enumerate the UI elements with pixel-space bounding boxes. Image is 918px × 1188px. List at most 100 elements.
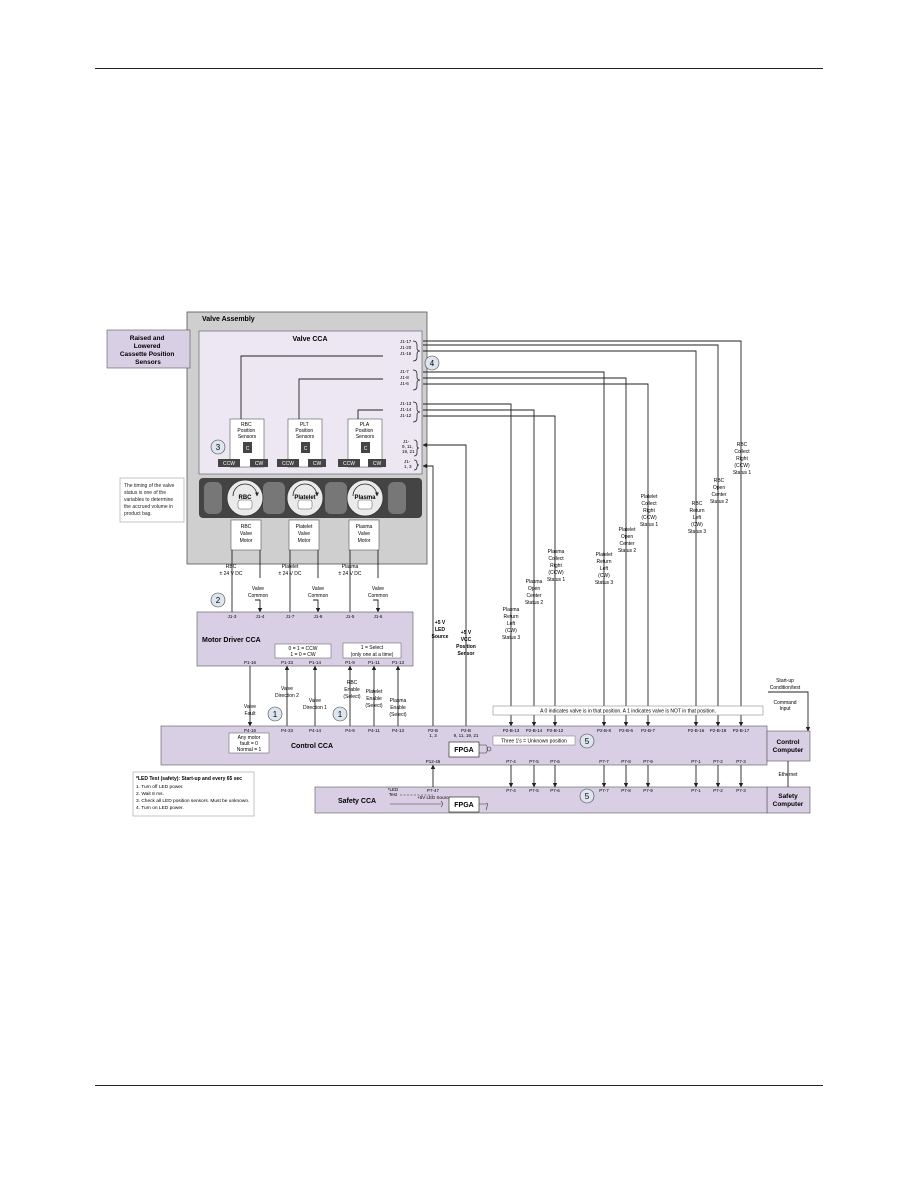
svg-text:J1-16: J1-16 [400,351,412,356]
svg-text:P7-9: P7-9 [643,788,653,793]
svg-text:P1-13: P1-13 [392,660,405,665]
rbc-position-sensor: RBC Position Sensors C CCW CW [218,418,268,468]
motor-driver-out-pins: P1-16 P1-33 P1-14 P1-9 P1-11 P1-13 [244,660,405,665]
svg-text:P2-B-7: P2-B-7 [641,728,656,733]
motor-power-labels: RBC± 24 V DC Platelet± 24 V DC Plasma± 2… [219,564,388,599]
svg-text:CW: CW [255,461,264,467]
svg-text:P2-B-13: P2-B-13 [503,728,520,733]
svg-text:P7-5: P7-5 [529,759,539,764]
valve-cca-title: Valve CCA [292,336,327,343]
svg-text:P1-16: P1-16 [244,660,257,665]
svg-text:P7-47: P7-47 [427,788,440,793]
platelet-valve-wheel: Platelet [286,479,324,517]
led-test-note: *LED Test (safety): Start-up and every 6… [132,771,255,817]
svg-text:J1-14: J1-14 [400,407,412,412]
svg-text:P4-9: P4-9 [345,728,355,733]
footer-rule [95,1085,823,1086]
svg-text:P4-33: P4-33 [281,728,294,733]
svg-text:The timing of the valve: The timing of the valve status is one of… [124,483,176,517]
select-box: 1 = Select(only one at a time) [342,642,402,659]
control-fpga-link [479,744,488,754]
valve-assembly-title: Valve Assembly [202,316,255,323]
svg-text:P7-9: P7-9 [643,759,653,764]
svg-text:FPGA: FPGA [454,802,473,809]
ethernet-label: Ethernet [779,772,799,778]
svg-text:P2-B-16: P2-B-16 [688,728,705,733]
svg-text:P7-6: P7-6 [550,759,560,764]
startup-line [768,691,811,732]
svg-text:P12-46: P12-46 [426,759,441,764]
power-source-lines [422,442,467,726]
svg-text:P1-33: P1-33 [281,660,294,665]
svg-text:Platelet± 24 V DC: Platelet± 24 V DC [278,564,301,577]
motor-driver-title: Motor Driver CCA [202,637,261,644]
svg-text:Plasma: Plasma [354,495,376,501]
svg-text:J1-13: J1-13 [400,401,412,406]
svg-text:RBC: RBC [239,495,253,501]
callout-4 [424,355,440,371]
safety-computer-block [766,786,811,814]
svg-text:P7-8: P7-8 [621,759,631,764]
svg-text:Three 1's = Unknown position: Three 1's = Unknown position [501,739,567,745]
svg-text:CCW: CCW [282,461,294,467]
safety-fpga-link [390,800,488,811]
svg-text:J1-9, 11,19, 21: J1-9, 11,19, 21 [402,439,415,454]
svg-text:P2-B-12: P2-B-12 [547,728,564,733]
svg-text:C: C [304,446,308,452]
callout-1-right [332,706,348,722]
callout-3 [210,439,226,455]
svg-text:P2-B9, 11, 19, 21: P2-B9, 11, 19, 21 [454,728,479,738]
svg-text:P7-4: P7-4 [506,788,516,793]
cassette-sensors-label: Raised and Lowered Cassette Position Sen… [120,335,176,366]
svg-text:1: 1 [338,710,343,719]
safety-cca-title: Safety CCA [338,798,376,805]
svg-text:5: 5 [585,792,590,801]
svg-text:P1-14: P1-14 [309,660,322,665]
plt-position-sensor: PLT Position Sensors C CCW CW [277,418,326,468]
sensor-leads [240,355,383,419]
svg-text:CCW: CCW [223,461,235,467]
pla-position-sensor: PLA Position Sensors C CCW CW [338,418,386,468]
pin-braces [412,340,421,471]
svg-text:P2-B-8: P2-B-8 [597,728,612,733]
svg-text:Plasma± 24 V DC: Plasma± 24 V DC [338,564,361,577]
safety-status-lines [430,764,744,788]
svg-text:*LED Test (safety): Start-up a: *LED Test (safety): Start-up and every 6… [136,776,242,782]
safety-cca-block [314,786,768,814]
svg-text:5: 5 [585,737,590,746]
svg-text:P7-2: P7-2 [713,788,723,793]
svg-text:P7-1: P7-1 [691,788,701,793]
svg-text:P2-B1, 3: P2-B1, 3 [428,728,438,738]
svg-text:RBC± 24 V DC: RBC± 24 V DC [219,564,242,577]
svg-text:J1-6: J1-6 [400,381,409,386]
cassette-sensors-block [106,329,191,369]
motor-drive-lines [231,550,378,612]
svg-text:P2-B-18: P2-B-18 [710,728,727,733]
safety-fpga: FPGA [448,796,480,813]
svg-text:P2-B-14: P2-B-14 [526,728,543,733]
svg-text:P7-6: P7-6 [550,788,560,793]
svg-text:J1-8: J1-8 [400,375,409,380]
